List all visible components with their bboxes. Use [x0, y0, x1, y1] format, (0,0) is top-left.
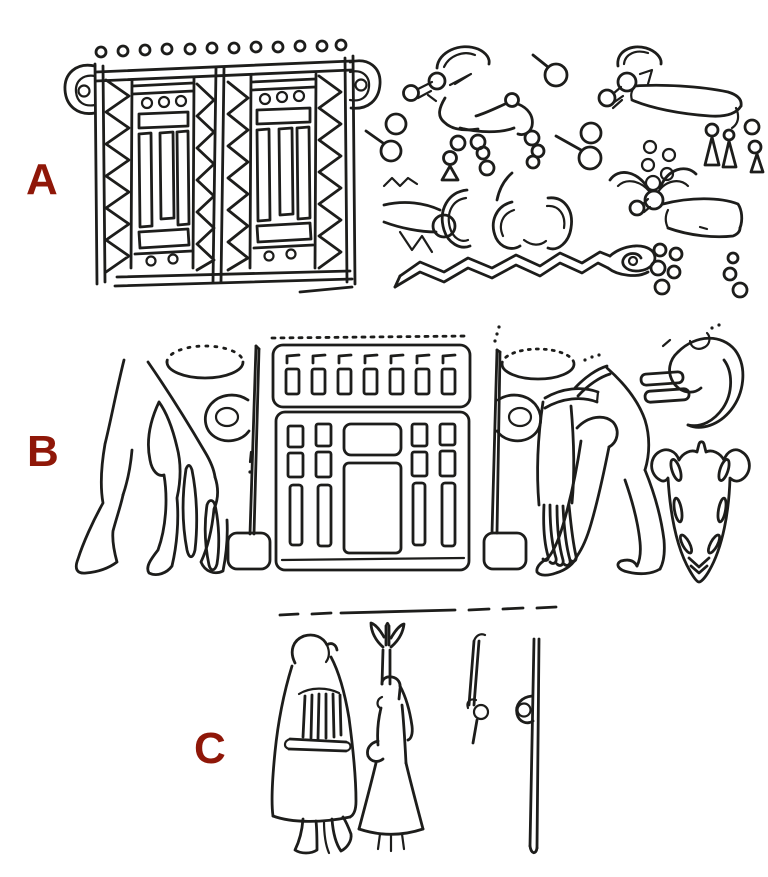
ringed-pole-standard-right	[482, 325, 542, 571]
offering-bars	[639, 370, 691, 404]
panel-b-drawing	[74, 323, 751, 584]
worshipper-with-raised-arm	[357, 621, 425, 853]
arrowhead-shield	[650, 440, 751, 584]
plaque-left-panel	[131, 81, 195, 267]
striding-figure-right	[535, 353, 666, 577]
ibex-figure-2	[597, 45, 765, 192]
dashed-ground-line	[278, 605, 558, 617]
serpent	[393, 244, 657, 289]
panel-a-plaque-drawing	[63, 38, 382, 294]
plaque-frame	[93, 54, 357, 294]
ibex-figure-3	[382, 176, 472, 254]
temple-facade	[270, 334, 472, 572]
plaque-right-handle	[348, 59, 382, 110]
robed-figure-back-view	[270, 633, 358, 855]
plaque-zigzag-bands	[104, 74, 343, 274]
tadpole-motif-1	[531, 53, 569, 88]
circle-cluster-3	[640, 139, 677, 192]
shield-slots	[669, 458, 731, 575]
ibex-figure-5	[608, 167, 749, 299]
tadpole-motif-2	[364, 112, 408, 163]
plaque-right-panel	[250, 77, 317, 262]
panel-b-label: B	[27, 427, 59, 476]
tadpole-motif-3	[554, 121, 603, 171]
facade-upper-niches	[284, 353, 457, 396]
pole-emblem-long	[515, 637, 541, 855]
fringed-garment	[500, 347, 600, 567]
curled-motif	[661, 323, 745, 429]
dotted-oval-head-left	[165, 344, 245, 380]
ringed-pole-standard-left	[204, 344, 272, 571]
panel-c-label: C	[194, 724, 226, 773]
pendant-figurines	[703, 118, 765, 174]
circle-cluster-2	[523, 129, 546, 170]
plaque-top-circle-row	[94, 38, 348, 59]
circle-cluster-1	[440, 133, 496, 182]
panel-a-label: A	[26, 155, 58, 204]
circle-cluster-5	[722, 251, 749, 299]
ibex-figure-4	[491, 171, 573, 251]
pole-emblem-short	[466, 633, 490, 745]
facade-lower-niches	[286, 422, 457, 555]
back-hatching	[301, 692, 343, 741]
striding-figure-left	[74, 358, 229, 576]
panel-a-animal-scene	[364, 45, 765, 299]
panel-c-drawing	[270, 605, 558, 855]
ibex-figure-1	[402, 45, 534, 136]
plaque-left-handle	[63, 63, 97, 115]
circle-cluster-4	[649, 242, 684, 296]
